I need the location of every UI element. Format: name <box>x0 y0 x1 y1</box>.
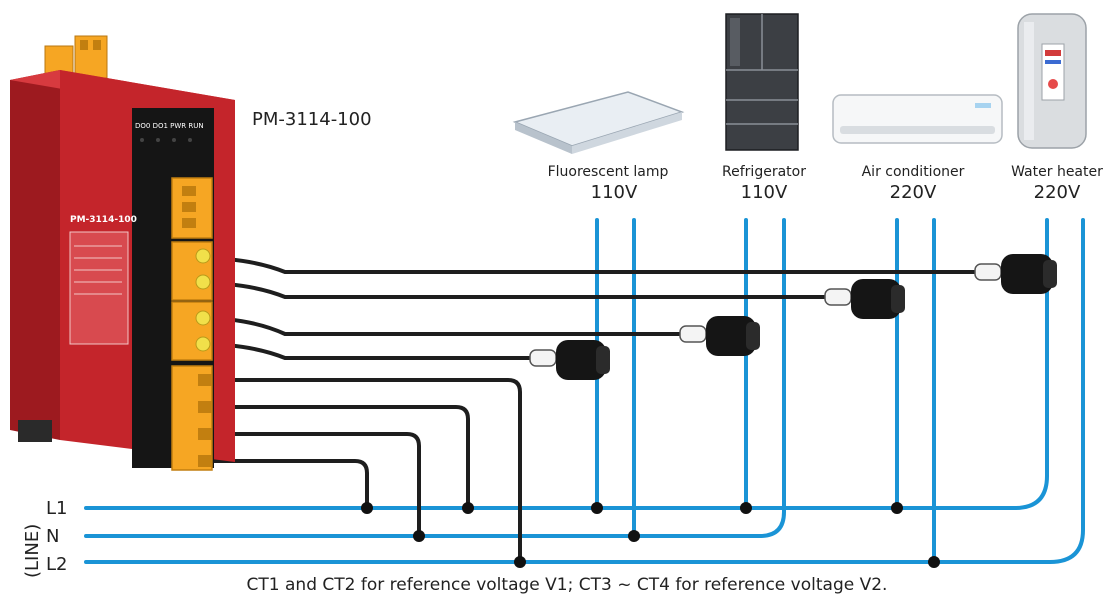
junctions <box>361 502 940 568</box>
appliance-voltage-air-conditioner: 220V <box>890 182 937 203</box>
appliance-name-water-heater: Water heater <box>1011 164 1103 180</box>
fluorescent-lamp-image <box>512 91 685 154</box>
caption: CT1 and CT2 for reference voltage V1; CT… <box>247 575 888 595</box>
ct-clamp-2 <box>679 316 760 356</box>
pm-3114-device: DO0 DO1 PWR RUN PM-3114-100 <box>10 35 235 471</box>
line-group-label: (LINE) <box>22 524 43 578</box>
line-label-l2: L2 <box>46 554 67 575</box>
air-conditioner-image <box>832 94 1003 144</box>
line-label-l1: L1 <box>46 498 67 519</box>
line-l2-end <box>1048 218 1085 564</box>
appliance-name-air-conditioner: Air conditioner <box>862 164 965 180</box>
line-l1-end <box>1013 218 1049 510</box>
ct-clamp-3 <box>824 279 905 319</box>
line-n-end <box>758 218 786 538</box>
vref-wire-4 <box>210 459 369 508</box>
led-labels: DO0 DO1 PWR RUN <box>135 122 204 130</box>
line-label-n: N <box>46 526 59 547</box>
appliance-name-refrigerator: Refrigerator <box>722 164 806 180</box>
appliance-voltage-refrigerator: 110V <box>741 182 788 203</box>
appliance-name-lamp: Fluorescent lamp <box>548 164 669 180</box>
appliance-voltage-water-heater: 220V <box>1034 182 1081 203</box>
device-front-label: PM-3114-100 <box>70 215 137 225</box>
ct-clamp-1 <box>529 340 610 380</box>
ct-clamp-4 <box>974 254 1057 294</box>
device-model-label: PM-3114-100 <box>252 109 372 130</box>
vref-wire-1 <box>210 378 522 562</box>
refrigerator-image <box>725 13 799 151</box>
appliance-voltage-lamp: 110V <box>591 182 638 203</box>
vref-wire-2 <box>210 405 470 508</box>
vref-wire-3 <box>210 432 421 536</box>
water-heater-image <box>1017 13 1087 149</box>
voltage-ref-wires <box>210 378 522 562</box>
